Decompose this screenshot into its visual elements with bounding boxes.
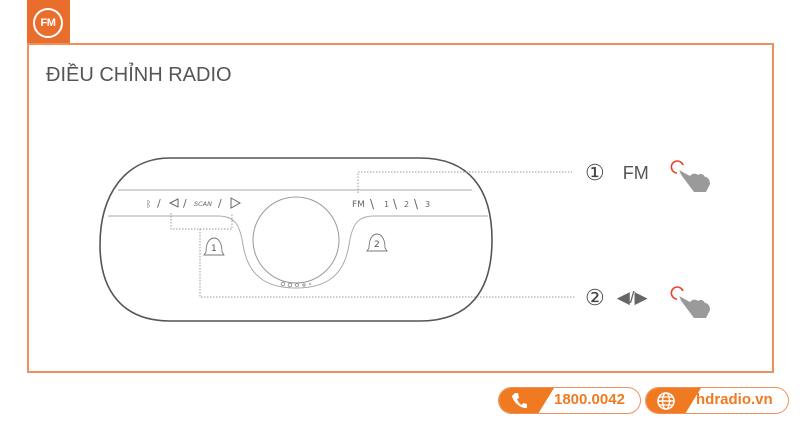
fm-logo-icon: FM [33,8,63,38]
preset-2-button: 2 [404,200,409,209]
tap-hand-icon [670,160,710,192]
page-title: ĐIỀU CHỈNH RADIO [46,64,232,86]
svg-text:1: 1 [211,244,217,254]
prev-button-icon [168,198,179,208]
phone-icon [512,393,527,409]
svg-text:\: \ [393,197,398,211]
svg-text:\: \ [370,197,375,211]
svg-text:/: / [183,197,187,210]
bluetooth-icon: ᛒ [146,199,151,210]
content-frame [27,43,774,373]
fm-logo-text: FM [40,17,56,29]
fm-button: FM [352,200,365,210]
callout-fm: ① FM [585,160,649,186]
svg-text:\: \ [414,197,419,211]
next-button-icon [230,197,242,209]
marker-1-icon [203,237,225,256]
tap-hand-icon-2 [670,286,710,318]
phone-pill[interactable]: 1800.0042 [498,387,641,414]
callout-prev-next: ② ◀/▶ [585,285,648,311]
svg-text:/: / [218,197,222,210]
website-url: hdradio.vn [696,391,773,408]
phone-number: 1800.0042 [554,391,625,408]
preset-3-button: 3 [425,200,430,209]
website-pill[interactable]: hdradio.vn [645,387,789,414]
callout-number-1: ① [585,160,605,185]
globe-icon [657,392,675,410]
device-outline [99,157,493,322]
preset-1-button: 1 [384,200,389,209]
svg-text:/: / [157,197,161,210]
callout-label-fm: FM [622,162,649,183]
svg-text:2: 2 [374,240,380,250]
volume-knob [252,196,340,284]
callout-label-prev-next: ◀/▶ [616,288,648,307]
scan-button: SCAN [194,200,212,208]
marker-2-icon [366,233,388,252]
fm-logo-tab: FM [27,0,70,44]
callout-number-2: ② [585,285,605,310]
